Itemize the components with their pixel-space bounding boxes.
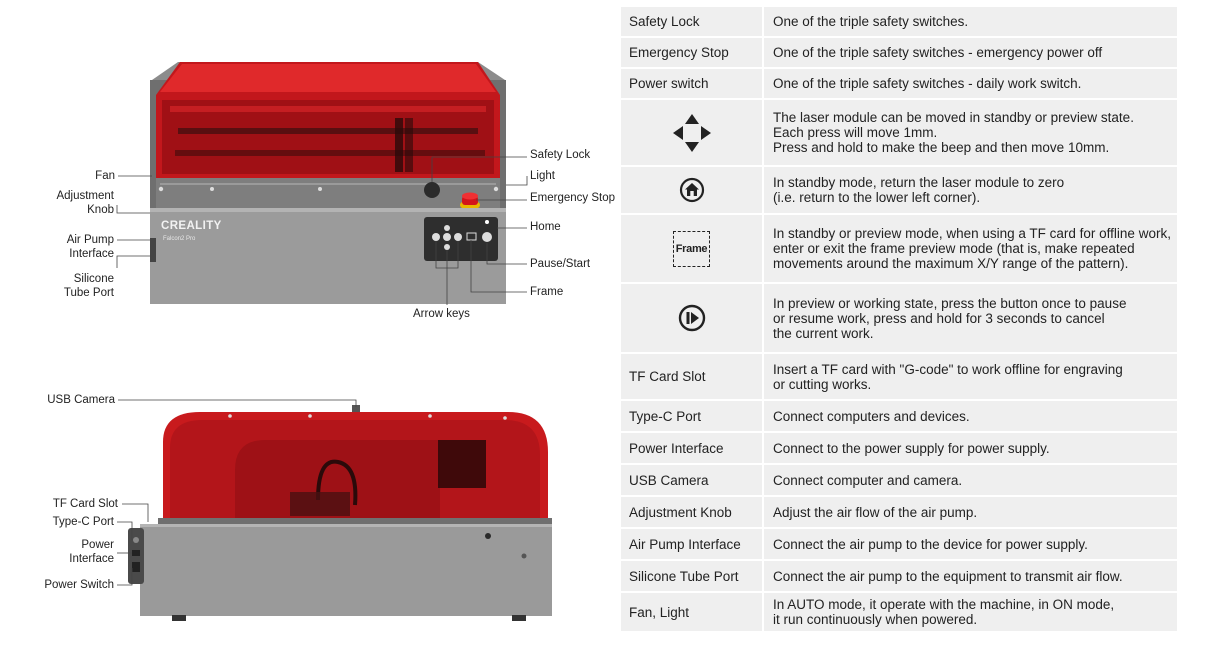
table-row: Silicone Tube Port Connect the air pump …	[621, 561, 1177, 591]
callout-home: Home	[530, 221, 561, 233]
table-row: Type-C Port Connect computers and device…	[621, 401, 1177, 431]
model-name: Falcon2 Pro	[163, 236, 196, 242]
component-description: Adjust the air flow of the air pump.	[764, 497, 1177, 527]
component-name: Emergency Stop	[621, 38, 764, 67]
component-icon-cell: Frame	[621, 215, 764, 282]
component-description: Connect to the power supply for power su…	[764, 433, 1177, 463]
component-name: USB Camera	[621, 465, 764, 495]
component-description: In preview or working state, press the b…	[764, 284, 1177, 352]
component-description: One of the triple safety switches - dail…	[764, 69, 1177, 98]
component-description: In standby mode, return the laser module…	[764, 167, 1177, 213]
front-leader-lines	[116, 156, 528, 305]
side-view-machine	[128, 405, 552, 621]
machine-diagram: CREALITY Falcon2 Pro Fan Adjustment Knob…	[44, 62, 616, 621]
component-name: Adjustment Knob	[621, 497, 764, 527]
component-name: Safety Lock	[621, 7, 764, 36]
component-description: In standby or preview mode, when using a…	[764, 215, 1177, 282]
table-row: In standby mode, return the laser module…	[621, 167, 1177, 213]
table-row: Air Pump Interface Connect the air pump …	[621, 529, 1177, 559]
table-row: Emergency Stop One of the triple safety …	[621, 38, 1177, 67]
table-row: Adjustment Knob Adjust the air flow of t…	[621, 497, 1177, 527]
callout-air-pump-interface: Air Pump Interface	[66, 234, 114, 260]
component-name: Power Interface	[621, 433, 764, 463]
component-name: Power switch	[621, 69, 764, 98]
component-description: Connect the air pump to the device for p…	[764, 529, 1177, 559]
component-name: Type-C Port	[621, 401, 764, 431]
side-leader-lines	[117, 399, 357, 586]
callout-pause-start: Pause/Start	[530, 258, 591, 270]
callout-power-switch: Power Switch	[44, 579, 114, 591]
table-row: USB Camera Connect computer and camera.	[621, 465, 1177, 495]
callout-frame: Frame	[530, 286, 564, 298]
callout-light: Light	[530, 170, 555, 182]
callout-emergency-stop: Emergency Stop	[530, 192, 616, 204]
table-row: Safety Lock One of the triple safety swi…	[621, 7, 1177, 36]
component-table: Safety Lock One of the triple safety swi…	[621, 5, 1177, 633]
table-row: Fan, Light In AUTO mode, it operate with…	[621, 593, 1177, 631]
component-description: Insert a TF card with "G-code" to work o…	[764, 354, 1177, 399]
brand-logo: CREALITY	[161, 220, 222, 232]
component-name: TF Card Slot	[621, 354, 764, 399]
component-icon-cell	[621, 167, 764, 213]
arrow-keys-icon	[672, 113, 711, 152]
table-row: Power switch One of the triple safety sw…	[621, 69, 1177, 98]
table-row: TF Card Slot Insert a TF card with "G-co…	[621, 354, 1177, 399]
callout-adjustment-knob: Adjustment Knob	[56, 190, 114, 216]
callout-arrow-keys: Arrow keys	[413, 308, 470, 320]
table-row: Power Interface Connect to the power sup…	[621, 433, 1177, 463]
callout-fan: Fan	[95, 170, 115, 182]
component-description: Connect the air pump to the equipment to…	[764, 561, 1177, 591]
table-row: In preview or working state, press the b…	[621, 284, 1177, 352]
component-icon-cell	[621, 284, 764, 352]
component-description: Connect computer and camera.	[764, 465, 1177, 495]
callout-type-c-port: Type-C Port	[52, 516, 114, 528]
callout-safety-lock: Safety Lock	[530, 149, 591, 161]
machine-illustration: CREALITY Falcon2 Pro	[116, 62, 552, 621]
component-description: Connect computers and devices.	[764, 401, 1177, 431]
front-view-machine	[150, 62, 506, 304]
component-name: Air Pump Interface	[621, 529, 764, 559]
component-description: One of the triple safety switches.	[764, 7, 1177, 36]
callout-tf-card-slot: TF Card Slot	[52, 498, 118, 510]
pause-start-icon	[678, 304, 705, 332]
table-row: Frame In standby or preview mode, when u…	[621, 215, 1177, 282]
component-name: Fan, Light	[621, 593, 764, 631]
component-description: One of the triple safety switches - emer…	[764, 38, 1177, 67]
component-description: In AUTO mode, it operate with the machin…	[764, 593, 1177, 631]
callout-silicone-tube-port: Silicone Tube Port	[63, 273, 114, 299]
home-icon	[679, 177, 704, 203]
callout-usb-camera: USB Camera	[47, 394, 115, 406]
callout-power-interface: Power Interface	[69, 539, 114, 565]
component-name: Silicone Tube Port	[621, 561, 764, 591]
component-description: The laser module can be moved in standby…	[764, 100, 1177, 165]
table-row: The laser module can be moved in standby…	[621, 100, 1177, 165]
component-icon-cell	[621, 100, 764, 165]
frame-icon: Frame	[672, 230, 711, 267]
